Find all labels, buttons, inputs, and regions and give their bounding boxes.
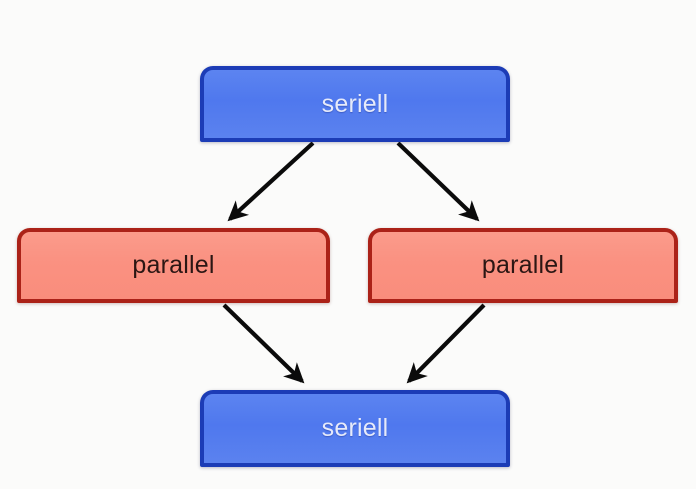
- node-label: seriell: [321, 89, 389, 118]
- node-label: seriell: [321, 414, 389, 442]
- edge-top-to-right: [396, 141, 480, 222]
- node-parallel-right[interactable]: parallel: [368, 228, 678, 303]
- node-label: parallel: [132, 251, 215, 279]
- node-label: parallel: [481, 251, 565, 279]
- node-seriell-top[interactable]: seriell: [200, 66, 510, 142]
- node-seriell-bottom[interactable]: seriell: [200, 390, 510, 467]
- node-parallel-left[interactable]: parallel: [17, 228, 330, 303]
- edge-right-to-bottom: [406, 303, 486, 384]
- edge-top-to-left: [227, 141, 315, 222]
- edge-left-to-bottom: [222, 303, 305, 384]
